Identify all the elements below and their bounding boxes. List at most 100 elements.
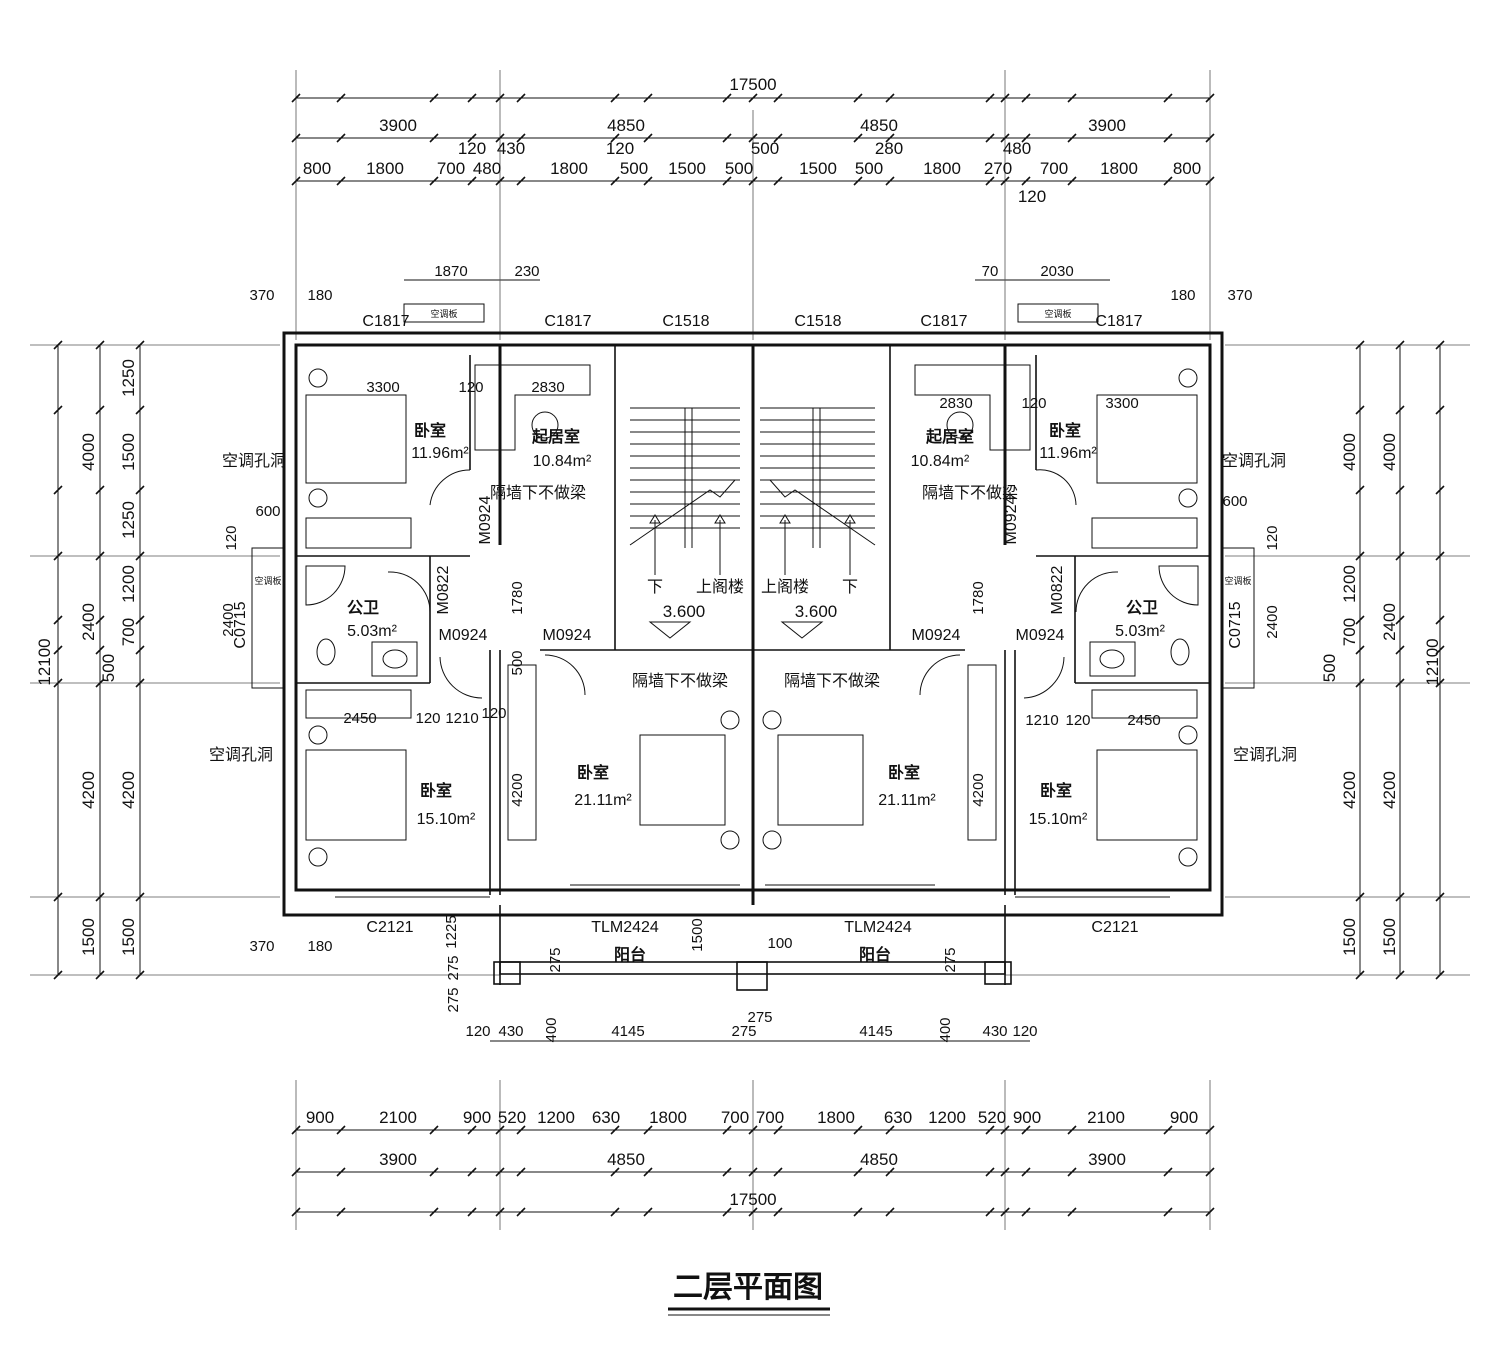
dimension-tick: [1021, 133, 1031, 143]
dimension-tick: [1067, 93, 1077, 103]
left-inner-dim: 1500: [119, 433, 138, 471]
door-tag: M0924: [477, 495, 494, 544]
dimension-tick: [853, 1167, 863, 1177]
dimension-tick: [985, 1125, 995, 1135]
interior-dim: 1780: [509, 581, 526, 614]
door-tag: M0822: [1049, 565, 1066, 614]
dimension-tick: [748, 1125, 758, 1135]
room-labels: 卧室 11.96m² 起居室 10.84m² 起居室 10.84m² 卧室 11…: [347, 421, 1166, 964]
dimension-tick: [95, 615, 105, 625]
balcony-dim: 275: [445, 955, 462, 980]
balcony-dim: 120: [1012, 1023, 1037, 1040]
dimension-tick: [643, 1207, 653, 1217]
dimension-tick: [135, 485, 145, 495]
top-inner-dim: 70: [982, 263, 999, 280]
balcony-dim: 1500: [689, 918, 706, 951]
window-tag: C1817: [362, 313, 409, 330]
dimension-tick: [1163, 1125, 1173, 1135]
room-area: 10.84m²: [533, 453, 592, 470]
bottom-detail-dim: 1800: [649, 1108, 687, 1127]
interior-dim: 4200: [970, 773, 987, 806]
dimension-tick: [1163, 1167, 1173, 1177]
dimension-tick: [1205, 93, 1215, 103]
top-detail-dim: 1800: [923, 159, 961, 178]
room-name: 起居室: [531, 427, 580, 446]
right-mid-dim: 4200: [1340, 771, 1359, 809]
top-bay-dim: 3900: [1088, 116, 1126, 135]
dimension-tick: [135, 678, 145, 688]
room-name: 卧室: [1040, 781, 1072, 800]
right-inner-dim: 4000: [1380, 433, 1399, 471]
dimension-tick: [1205, 133, 1215, 143]
interior-dim: 120: [1065, 712, 1090, 729]
room-area: 5.03m²: [347, 623, 397, 640]
interior-dim: 4200: [509, 773, 526, 806]
balcony-dim: 275: [445, 987, 462, 1012]
balcony-dim: 275: [547, 947, 564, 972]
balcony-dim: 400: [937, 1017, 954, 1042]
right-mid-dim: 1500: [1340, 918, 1359, 956]
room-area: 10.84m²: [911, 453, 970, 470]
dimension-tick: [516, 1125, 526, 1135]
dimension-tick: [495, 176, 505, 186]
interior-dim: 3300: [1105, 395, 1138, 412]
interior-dim: 120: [415, 710, 440, 727]
interior-dim: 120: [458, 379, 483, 396]
dimension-tick: [1435, 485, 1445, 495]
right-inner-dim: 2400: [1264, 605, 1281, 638]
sliding-door-tag: TLM2424: [591, 919, 659, 936]
dimension-tick: [291, 176, 301, 186]
dimension-tick: [95, 485, 105, 495]
ac-hole-note: 空调孔洞: [209, 746, 273, 764]
right-mid-dim: 2400: [1380, 603, 1399, 641]
dimension-tick: [722, 1125, 732, 1135]
right-inner-dim: 1500: [1380, 918, 1399, 956]
dimension-tick: [853, 1125, 863, 1135]
room-name: 卧室: [420, 781, 452, 800]
dimension-tick: [1395, 970, 1405, 980]
dimension-tick: [291, 93, 301, 103]
dimension-tick: [1000, 1207, 1010, 1217]
top-detail-dim: 480: [473, 159, 501, 178]
dimension-tick: [53, 405, 63, 415]
dimension-tick: [1435, 678, 1445, 688]
balcony-dim: 275: [747, 1009, 772, 1026]
dimension-tick: [1205, 1125, 1215, 1135]
stair-down-label: 下: [842, 579, 858, 596]
top-detail-dim: 800: [1173, 159, 1201, 178]
dimension-tick: [95, 340, 105, 350]
side-dimensions: 12100 4000 2400 4200 1500 1250 1500 1250…: [35, 359, 1442, 956]
stair-down-label: 下: [647, 579, 663, 596]
corner-dim: 180: [307, 287, 332, 304]
top-inner-dim: 2030: [1040, 263, 1073, 280]
left-inner-dim: 500: [99, 654, 118, 682]
room-name: 卧室: [414, 421, 446, 440]
balcony-dim: 1225: [443, 915, 460, 948]
dimension-tick: [773, 1167, 783, 1177]
dimension-tick: [495, 133, 505, 143]
top-detail-dim: 1500: [668, 159, 706, 178]
bottom-bay-dim: 3900: [379, 1150, 417, 1169]
dimension-tick: [748, 1207, 758, 1217]
window-tag: C1817: [1095, 313, 1142, 330]
dimension-tick: [748, 1167, 758, 1177]
dimension-tick: [1205, 1207, 1215, 1217]
interior-dim: 120: [481, 705, 506, 722]
room-area: 21.11m²: [574, 792, 632, 809]
dimension-tick: [1355, 485, 1365, 495]
dimension-tick: [53, 485, 63, 495]
dimension-tick: [885, 1167, 895, 1177]
dimension-tick: [1395, 615, 1405, 625]
dimension-tick: [853, 1207, 863, 1217]
left-outer-dim: 12100: [35, 638, 54, 685]
dimension-tick: [1395, 645, 1405, 655]
dimension-tick: [95, 892, 105, 902]
window-tag: C2121: [1091, 919, 1138, 936]
window-tag: C1518: [662, 313, 709, 330]
ac-board-note: 空调板: [254, 575, 281, 586]
top-inner-dim: 230: [514, 263, 539, 280]
left-inner-dim: 1200: [119, 565, 138, 603]
dimension-tick: [1067, 133, 1077, 143]
dimension-tick: [1395, 551, 1405, 561]
